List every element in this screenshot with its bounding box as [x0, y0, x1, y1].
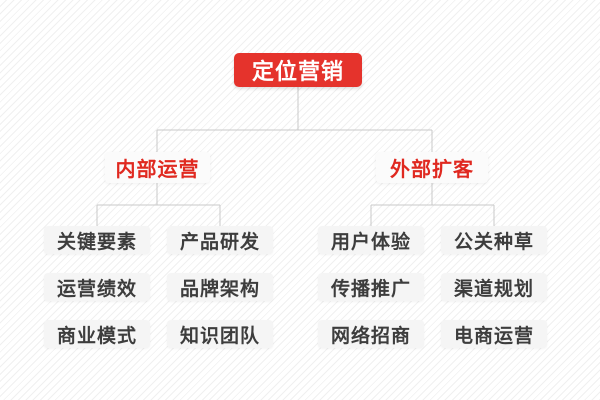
leaf-node: 传播推广	[318, 273, 424, 301]
branch-node-internal-operations: 内部运营	[105, 152, 210, 183]
leaf-node: 关键要素	[44, 226, 150, 254]
leaf-node: 品牌架构	[167, 273, 273, 301]
leaf-node: 公关种草	[441, 226, 547, 254]
leaf-node: 产品研发	[167, 226, 273, 254]
leaf-node: 用户体验	[318, 226, 424, 254]
leaf-node: 网络招商	[318, 320, 424, 348]
leaf-node: 渠道规划	[441, 273, 547, 301]
leaf-node: 知识团队	[167, 320, 273, 348]
branch-node-external-expansion: 外部扩客	[376, 152, 488, 183]
leaf-node: 商业模式	[44, 320, 150, 348]
leaf-node: 运营绩效	[44, 273, 150, 301]
root-node: 定位营销	[234, 53, 362, 87]
leaf-node: 电商运营	[441, 320, 547, 348]
